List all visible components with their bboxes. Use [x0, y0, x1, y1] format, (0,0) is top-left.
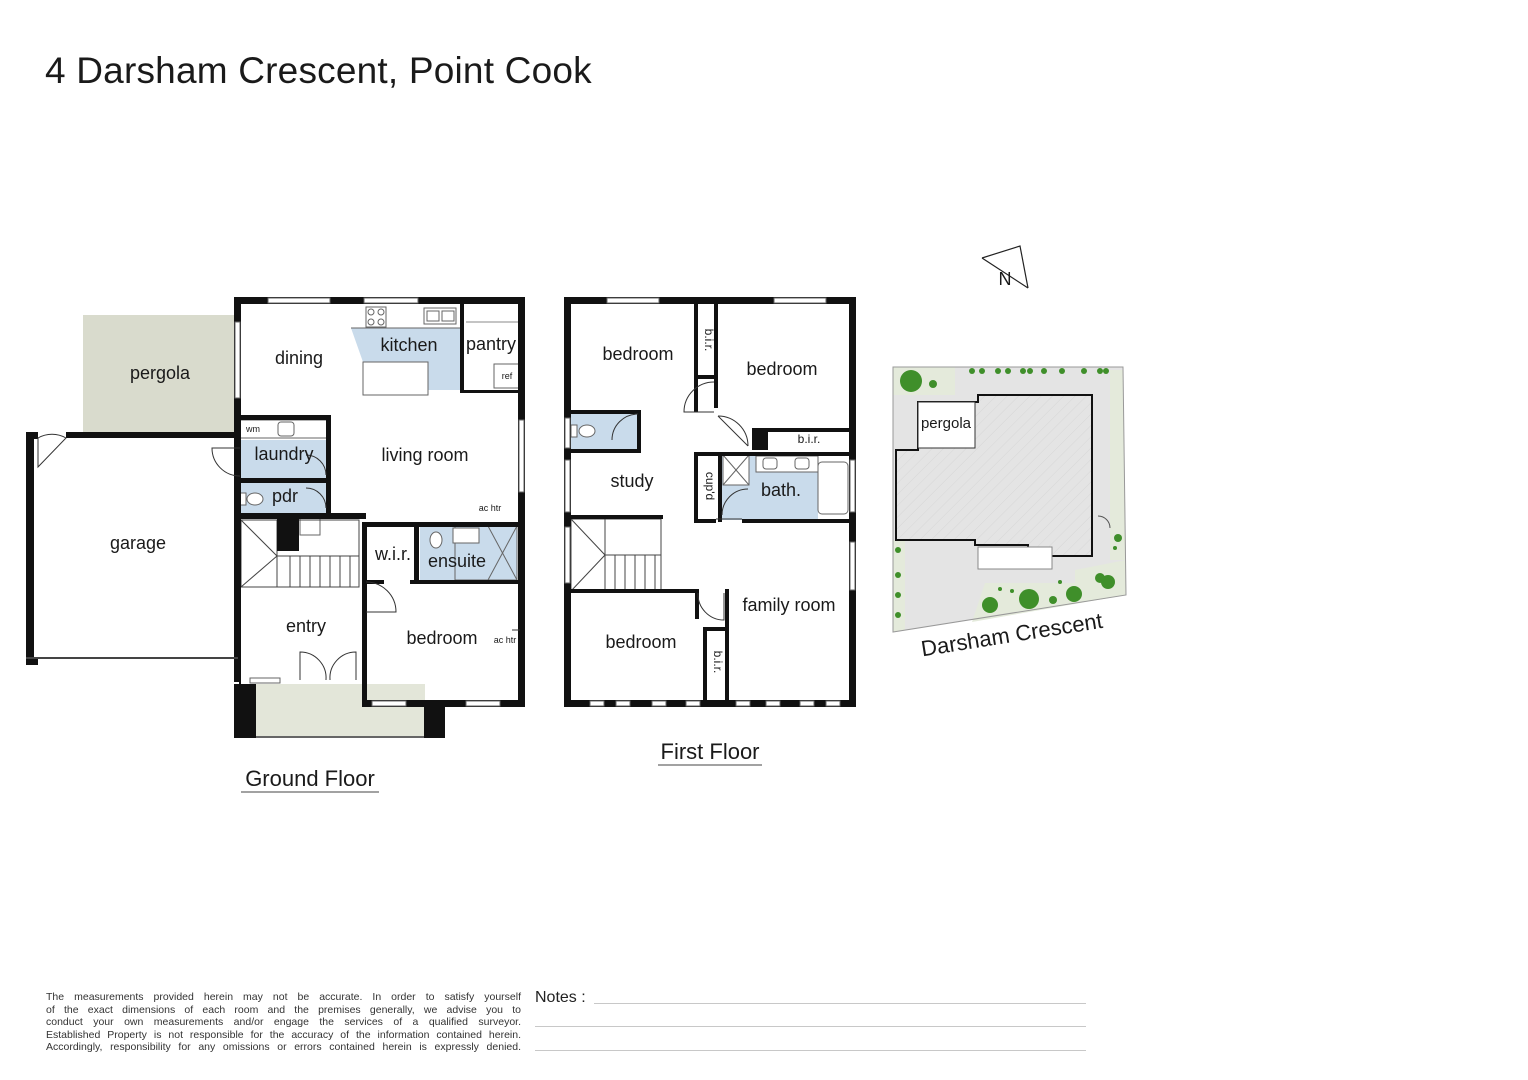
label-bir-3: b.i.r.	[711, 651, 725, 674]
disclaimer-line: conduct your own measurements and/or eng…	[46, 1016, 521, 1029]
kitchen-area	[351, 328, 462, 390]
label-first-bedroom-1: bedroom	[602, 344, 673, 364]
label-ac-htr-2: ac htr	[494, 635, 517, 645]
north-arrow-icon	[981, 245, 1029, 289]
ensuite-toilet-icon	[429, 531, 443, 549]
room-labels: pergola dining kitchen pantry ref wm lau…	[110, 269, 1104, 793]
laundry-tub-icon	[277, 421, 295, 437]
label-north: N	[999, 269, 1012, 289]
toilet-icon	[246, 492, 264, 506]
notes-line[interactable]	[594, 1003, 1086, 1004]
label-cupd: cup'd	[703, 472, 717, 500]
pergola-area	[83, 315, 238, 432]
site-pergola	[917, 401, 976, 449]
label-dining: dining	[275, 348, 323, 368]
label-family-room: family room	[742, 595, 835, 615]
label-first-bedroom-3: bedroom	[605, 632, 676, 652]
label-kitchen: kitchen	[380, 335, 437, 355]
label-wm: wm	[245, 424, 260, 434]
label-wir: w.i.r.	[374, 544, 411, 564]
first-floor-stairs	[570, 518, 662, 592]
label-ground-bedroom: bedroom	[406, 628, 477, 648]
page-title: 4 Darsham Crescent, Point Cook	[45, 50, 592, 91]
label-ref: ref	[502, 371, 513, 381]
label-garage: garage	[110, 533, 166, 553]
label-living-room: living room	[381, 445, 468, 465]
label-entry: entry	[286, 616, 326, 636]
label-pdr: pdr	[272, 486, 298, 506]
label-pantry: pantry	[466, 334, 516, 354]
first-floor-heading: First Floor	[661, 739, 760, 764]
ground-floor-plan	[26, 297, 525, 738]
garden-trees	[895, 368, 1122, 618]
kitchen-island	[362, 361, 429, 396]
label-bath: bath.	[761, 480, 801, 500]
disclaimer-line: Accordingly, responsibility for any omis…	[46, 1041, 521, 1054]
disclaimer-line: The measurements provided herein may not…	[46, 991, 521, 1003]
bathtub-icon	[817, 461, 849, 515]
notes-label: Notes :	[535, 989, 586, 1006]
notes-line[interactable]	[535, 1026, 1086, 1027]
laundry-area	[238, 440, 328, 478]
first-floor-plan	[564, 297, 856, 707]
disclaimer-line: of the exact dimensions of each room and…	[46, 1003, 521, 1016]
disclaimer-line: Established Property is not responsible …	[46, 1028, 521, 1041]
site-plan	[892, 366, 1127, 633]
label-site-pergola: pergola	[921, 415, 972, 432]
disclaimer: The measurements provided herein may not…	[46, 991, 521, 1054]
cooktop-icon	[365, 306, 387, 328]
label-bir-1: b.i.r.	[702, 329, 716, 352]
kitchen-sink-icon	[423, 307, 457, 325]
label-pergola: pergola	[130, 363, 191, 383]
first-floor-toilet-icon	[578, 424, 596, 438]
label-ensuite: ensuite	[428, 551, 486, 571]
label-study: study	[610, 471, 653, 491]
label-first-bedroom-2: bedroom	[746, 359, 817, 379]
notes-line[interactable]	[535, 1050, 1086, 1051]
label-ac-htr: ac htr	[479, 503, 502, 513]
label-laundry: laundry	[254, 444, 313, 464]
porch-area	[235, 684, 425, 736]
ground-floor-heading: Ground Floor	[245, 766, 375, 791]
label-bir-2: b.i.r.	[798, 432, 821, 446]
